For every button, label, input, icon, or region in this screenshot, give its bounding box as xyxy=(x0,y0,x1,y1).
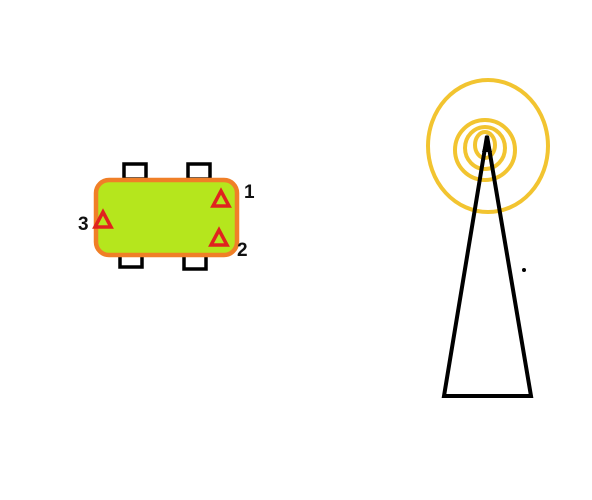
signal-ring-middle xyxy=(453,118,517,182)
signal-waves-icon xyxy=(426,78,550,214)
vehicle-body xyxy=(93,177,240,258)
signal-ring-inner xyxy=(463,125,507,171)
warning-triangle-icon-1 xyxy=(210,187,232,208)
warning-triangle-icon-2 xyxy=(208,226,230,247)
tower-structure xyxy=(441,135,534,398)
vehicle: 1 2 3 xyxy=(78,162,255,271)
marker-label-3: 3 xyxy=(78,214,89,235)
marker-label-1: 1 xyxy=(244,182,255,203)
tower-tip xyxy=(482,134,492,152)
signal-ring-outer xyxy=(426,78,550,214)
radio-tower-icon xyxy=(426,78,550,398)
warning-triangle-icon-3 xyxy=(92,208,114,229)
wheel-front-left-icon xyxy=(122,162,148,181)
stray-dot xyxy=(522,268,526,272)
marker-label-2: 2 xyxy=(237,240,248,261)
wheel-front-right-icon xyxy=(186,162,212,181)
